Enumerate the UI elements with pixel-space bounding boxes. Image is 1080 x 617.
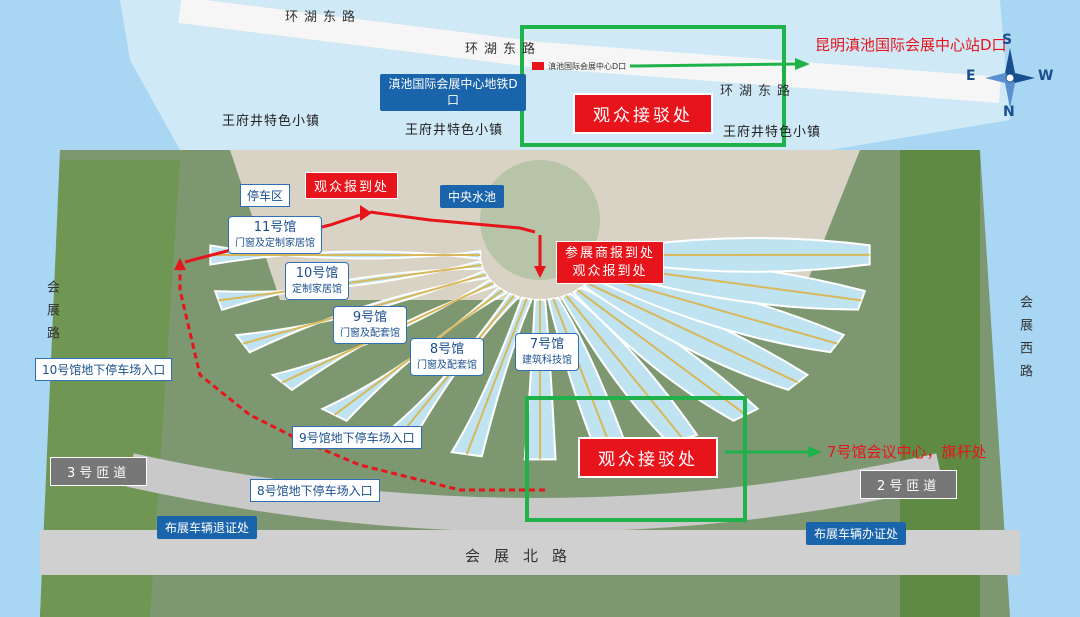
station-arrow — [629, 62, 796, 68]
metro-exit-box: 滇池国际会展中心地铁D口 — [380, 74, 526, 112]
exhibitor-registration-line1: 参展商报到处 — [565, 246, 656, 261]
pickup-top-label: 观众接驳处 — [573, 93, 713, 134]
ramp-3-label: 3号匝道 — [50, 457, 148, 486]
visitor-registration-label: 观众报到处 — [305, 172, 399, 199]
conference-center-label: 7号馆会议中心，旗杆处 — [827, 443, 987, 461]
hall-roof-stripe — [586, 282, 799, 384]
route-arrowheads — [174, 205, 546, 278]
conference-arrowhead — [808, 446, 822, 458]
road-south-label: 会展北路 — [465, 547, 582, 565]
compass-south: S — [1002, 32, 1013, 48]
hall-8-category: 门窗及配套馆 — [417, 359, 477, 371]
hall-8-number: 8号馆 — [429, 342, 465, 357]
ring-road — [126, 453, 944, 532]
hall-8-label: 8号馆 门窗及配套馆 — [410, 338, 484, 376]
metro-small-label: 滇池国际会展中心D口 — [548, 62, 627, 71]
hall-10-label: 10号馆 定制家居馆 — [285, 262, 349, 300]
town-label-2: 王府井特色小镇 — [405, 123, 504, 138]
hall10-parking-entrance: 10号馆地下停车场入口 — [35, 358, 173, 381]
hall-roof-stripe — [593, 273, 838, 345]
hall-7-number: 7号馆 — [529, 337, 565, 352]
hall-11-number: 11号馆 — [253, 220, 297, 235]
exhibitor-registration-line2: 观众报到处 — [572, 263, 648, 279]
road-west-label: 会展路 — [44, 280, 59, 349]
north-road — [178, 0, 1001, 103]
road-north-label-1: 环湖东路 — [285, 10, 362, 25]
compass-north: N — [1003, 104, 1015, 120]
compass: S N E W — [966, 32, 1053, 120]
hall-7-category: 建筑科技馆 — [522, 354, 572, 366]
metro-d-exit-marker — [532, 62, 544, 70]
town-label-3: 王府井特色小镇 — [723, 125, 822, 140]
pickup-bottom-frame — [525, 396, 747, 522]
hall-10-category: 定制家居馆 — [292, 283, 342, 295]
hall-11-label: 11号馆 门窗及定制家居馆 — [228, 216, 322, 254]
hall8-parking-entrance: 8号馆地下停车场入口 — [250, 479, 380, 502]
road-north-label-2: 环湖东路 — [465, 42, 542, 57]
road-north-label-3: 环湖东路 — [720, 84, 797, 99]
town-label-1: 王府井特色小镇 — [222, 114, 321, 129]
compass-rose-icon — [985, 48, 1035, 108]
central-pool-label: 中央水池 — [440, 185, 505, 208]
hall-roof-stripe — [565, 294, 684, 440]
hall-9-label: 9号馆 门窗及配套馆 — [333, 306, 407, 344]
metro-station-label: 昆明滇池国际会展中心站D口 — [815, 36, 1007, 54]
hall-roof-stripe — [465, 298, 528, 455]
pickup-bottom-label: 观众接驳处 — [578, 437, 718, 478]
road-east-label: 会展西路 — [1017, 295, 1032, 387]
hall9-parking-entrance: 9号馆地下停车场入口 — [292, 426, 422, 449]
hall-9-category: 门窗及配套馆 — [340, 327, 400, 339]
exhibitor-registration-label: 参展商报到处 观众报到处 — [556, 241, 665, 285]
ramp-2-label: 2号匝道 — [860, 470, 958, 499]
vehicle-register-label: 布展车辆办证处 — [806, 522, 907, 545]
parking-area-label: 停车区 — [240, 184, 291, 207]
hall-roof-stripe — [576, 289, 747, 416]
hall-roof-stripe — [218, 263, 482, 302]
hall-7-label: 7号馆 建筑科技馆 — [515, 333, 579, 371]
compass-west: W — [1038, 68, 1054, 84]
hall-roof-stripe — [552, 298, 615, 455]
hall-9-number: 9号馆 — [352, 310, 388, 325]
hall-10-number: 10号馆 — [295, 266, 339, 281]
compass-east: E — [966, 68, 976, 84]
vehicle-exit-label: 布展车辆退证处 — [157, 516, 258, 539]
west-greenbelt — [40, 160, 180, 617]
hall-11-category: 门窗及定制家居馆 — [235, 237, 315, 249]
station-arrowhead — [795, 58, 810, 70]
